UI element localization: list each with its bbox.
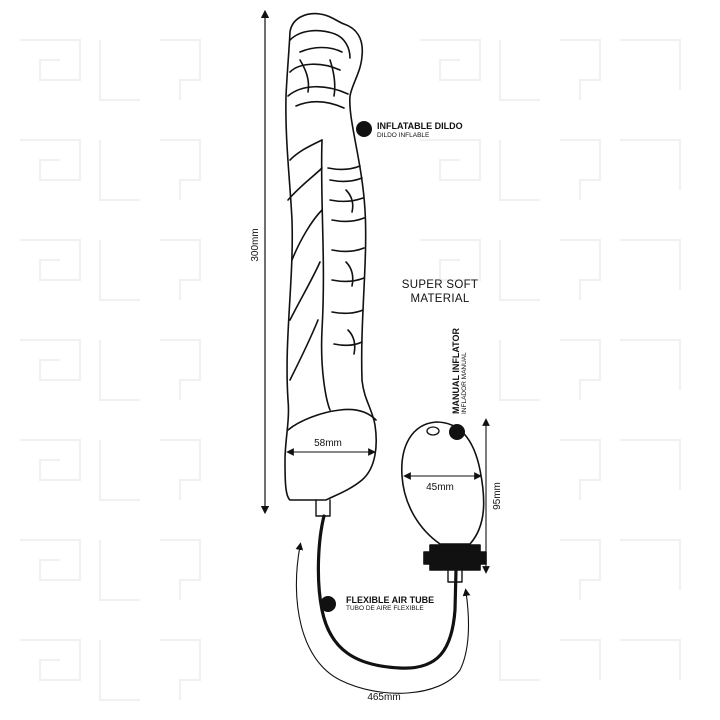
inflator-callout-title: MANUAL INFLATOR — [451, 328, 461, 414]
inflator-callout: MANUAL INFLATOR INFLADOR MANUAL — [449, 328, 468, 440]
inflator-illustration — [401, 421, 487, 583]
air-tube-illustration — [316, 514, 458, 670]
feature-text: SUPER SOFT MATERIAL — [402, 279, 478, 305]
tube-callout-subtitle: TUBO DE AIRE FLEXIBLE — [346, 605, 424, 612]
inflator-callout-subtitle: INFLADOR MANUAL — [461, 352, 468, 414]
feature-line-1: SUPER SOFT — [402, 279, 478, 291]
base-diameter-dimension: 58mm — [286, 438, 376, 456]
dildo-callout-subtitle: DILDO INFLABLE — [377, 132, 430, 139]
tube-length-label: 465mm — [367, 692, 400, 703]
tube-callout-title: FLEXIBLE AIR TUBE — [346, 595, 434, 605]
length-dimension: 300mm — [250, 9, 270, 515]
bulb-width-dimension: 45mm — [403, 472, 482, 493]
dildo-callout-title: INFLATABLE DILDO — [377, 121, 463, 131]
bulb-height-label: 95mm — [492, 482, 503, 510]
base-diameter-label: 58mm — [314, 438, 342, 449]
dildo-callout: INFLATABLE DILDO DILDO INFLABLE — [356, 121, 463, 139]
tube-length-dimension: 465mm — [295, 542, 471, 703]
dildo-illustration — [284, 12, 378, 517]
bulb-height-dimension: 95mm — [482, 418, 503, 574]
length-label: 300mm — [250, 228, 261, 261]
watermark-pattern — [20, 38, 682, 702]
tube-callout: FLEXIBLE AIR TUBE TUBO DE AIRE FLEXIBLE — [320, 595, 434, 612]
feature-line-2: MATERIAL — [410, 293, 469, 305]
bulb-width-label: 45mm — [426, 482, 454, 493]
